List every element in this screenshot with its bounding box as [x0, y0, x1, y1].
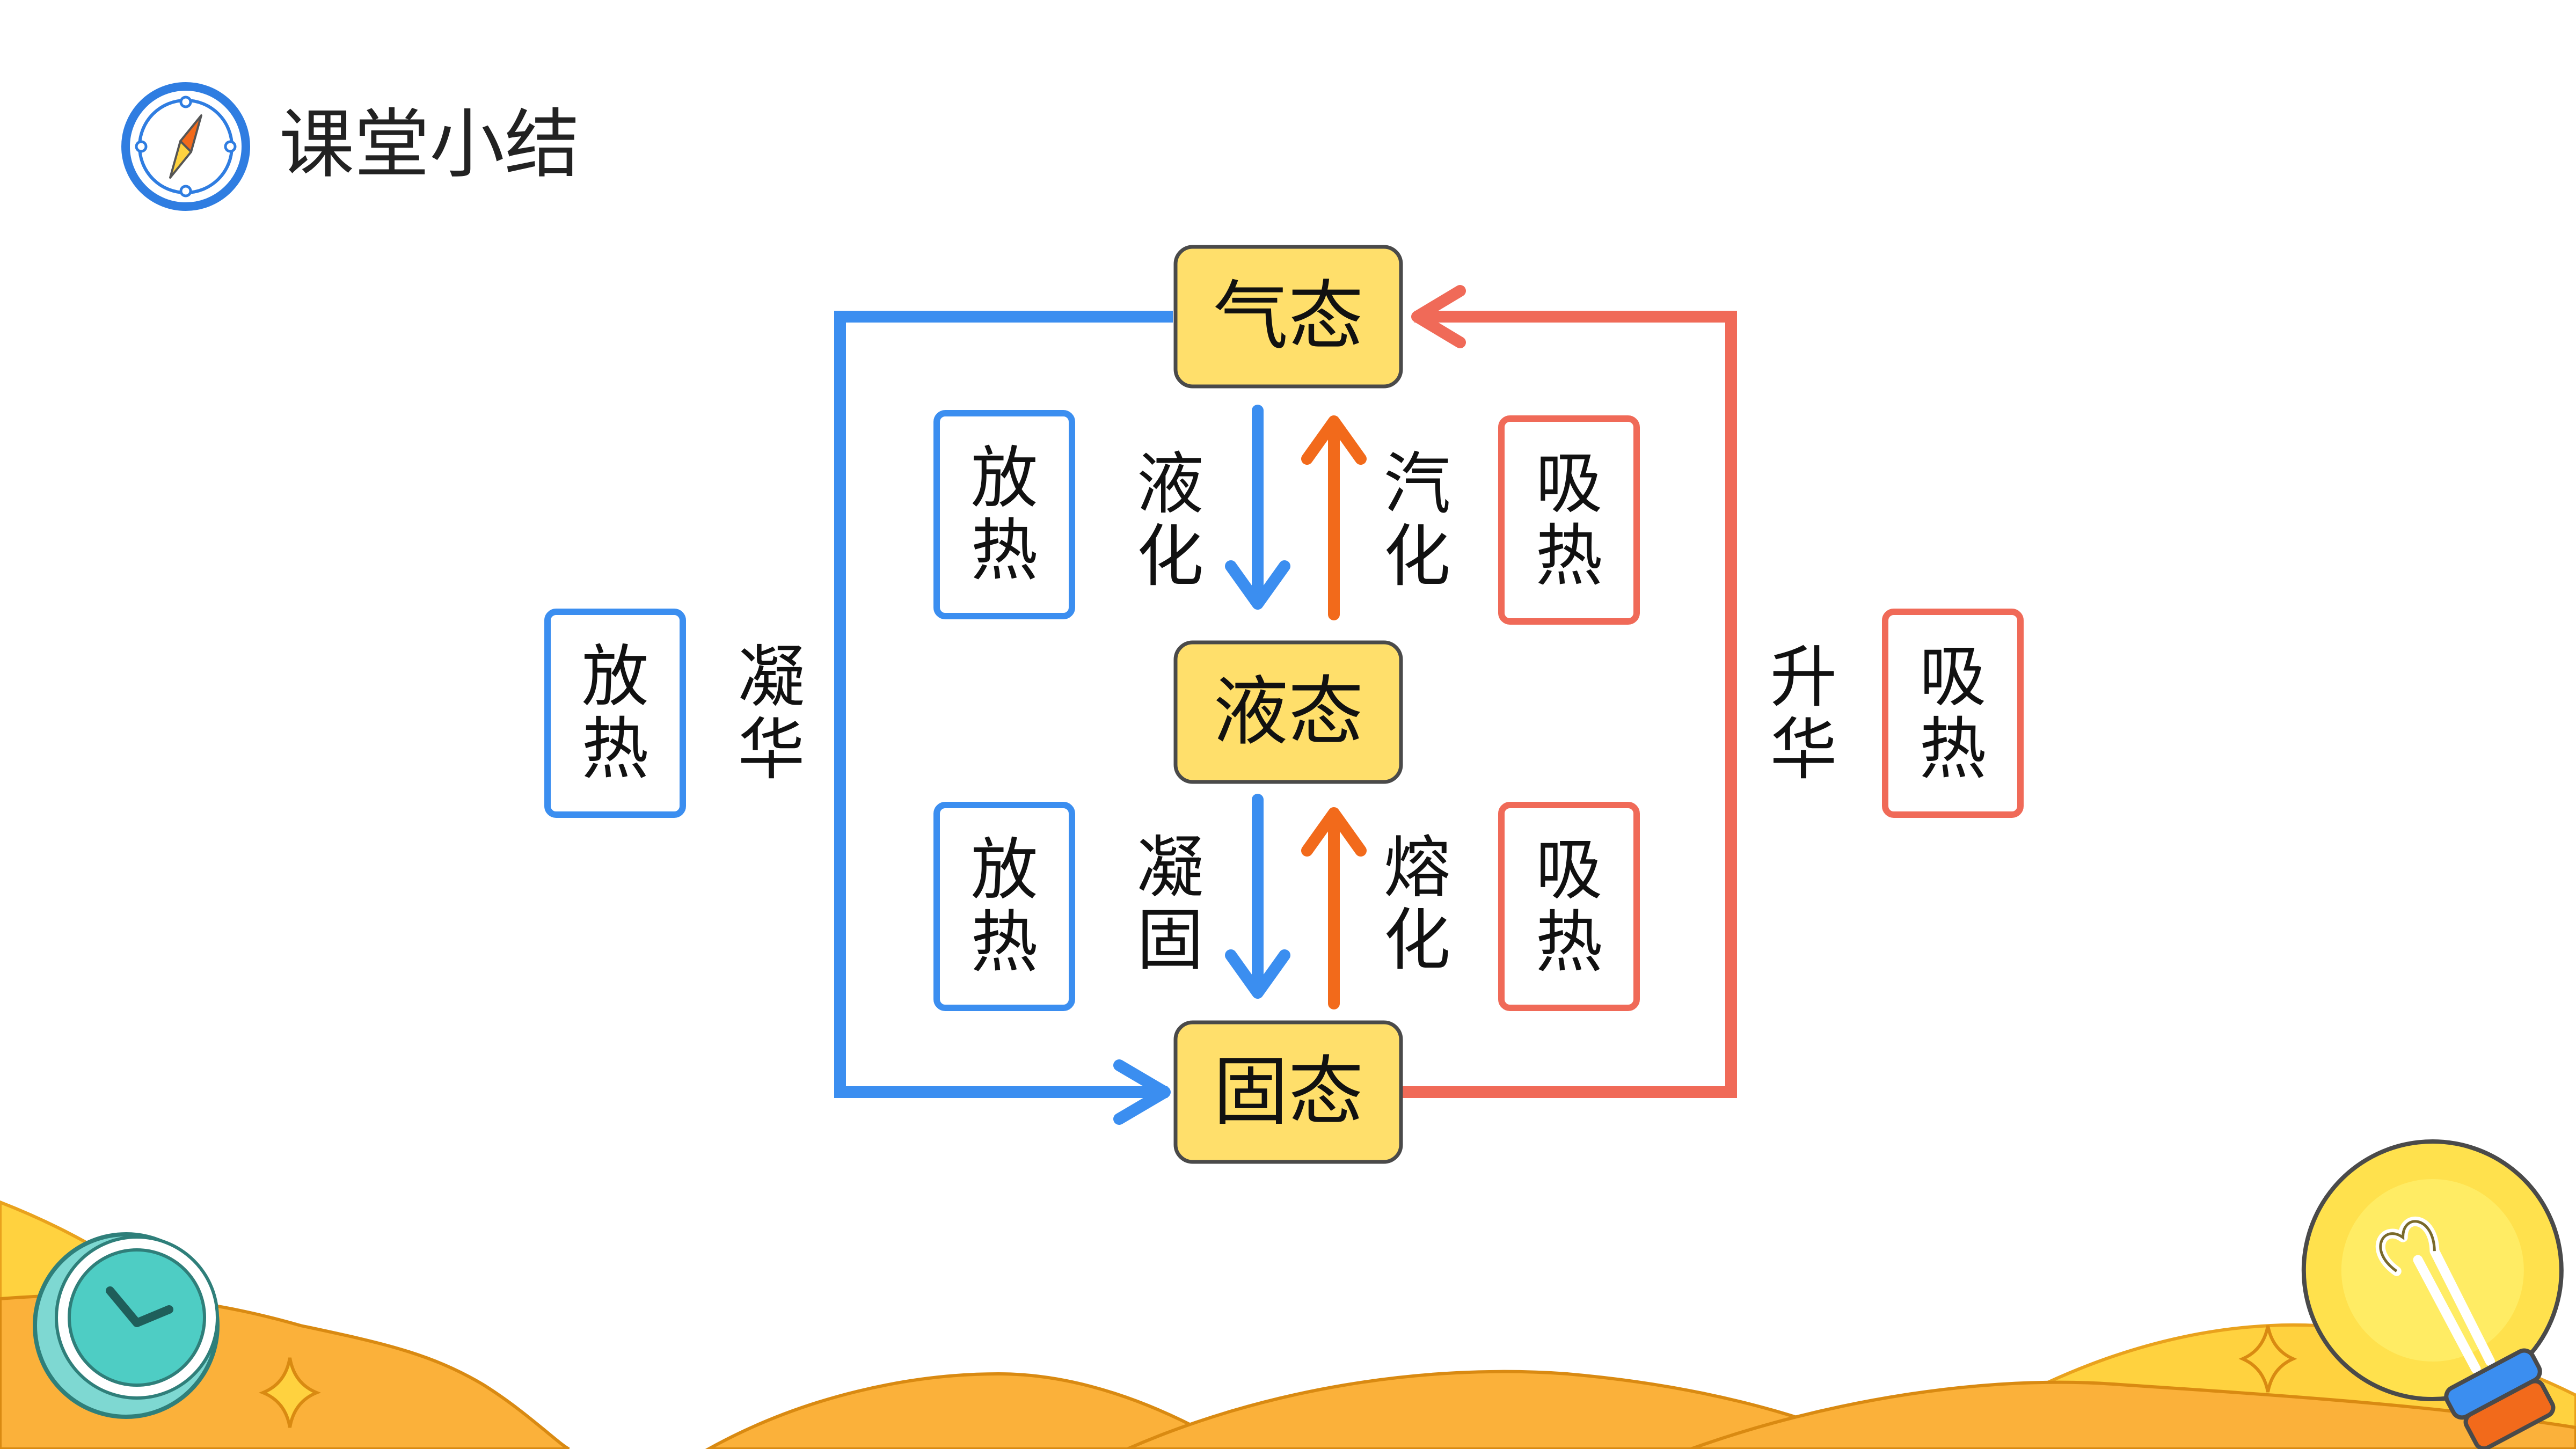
- heat-box-absorb-melting: 吸热: [1498, 802, 1640, 1011]
- state-liquid: 液态: [1173, 640, 1403, 784]
- process-solidification-label: 凝固: [1137, 829, 1204, 979]
- heat-box-release-solidification: 放热: [933, 802, 1075, 1011]
- heat-release-label: 放热: [971, 831, 1038, 982]
- heat-absorb-label: 吸热: [1536, 445, 1603, 595]
- desublimation-line: [834, 311, 1173, 1098]
- desublimation-arrowhead: [1113, 1059, 1171, 1125]
- state-liquid-label: 液态: [1213, 669, 1363, 756]
- bottom-decoration: [0, 1139, 2576, 1449]
- solidification-arrow: [1225, 794, 1290, 999]
- process-vaporization-label: 汽化: [1384, 445, 1451, 596]
- state-gas: 气态: [1173, 245, 1403, 389]
- heat-release-label: 放热: [582, 638, 649, 788]
- page-title: 课堂小结: [279, 101, 580, 189]
- state-solid: 固态: [1173, 1020, 1403, 1164]
- heat-box-absorb-sublimation: 吸热: [1882, 609, 2024, 818]
- sparkle-icon: [2238, 1325, 2297, 1393]
- sublimation-line: [1398, 311, 1737, 1098]
- heat-release-label: 放热: [971, 440, 1038, 590]
- process-sublimation-label: 升华: [1770, 639, 1837, 789]
- state-gas-label: 气态: [1213, 273, 1363, 361]
- sublimation-arrowhead: [1411, 285, 1466, 348]
- process-desublimation-label: 凝华: [738, 639, 805, 789]
- process-melting-label: 熔化: [1384, 829, 1451, 979]
- process-liquefaction-label: 液化: [1137, 445, 1204, 596]
- heat-box-release-liquefaction: 放热: [933, 410, 1075, 619]
- sparkle-icon: [259, 1357, 321, 1428]
- wave-orange-center-left: [705, 1372, 1238, 1449]
- vaporization-arrow: [1301, 415, 1367, 620]
- slide-header: 课堂小结: [121, 82, 580, 211]
- compass-icon: [121, 82, 250, 211]
- melting-arrow: [1301, 807, 1367, 1009]
- heat-box-release-desublimation: 放热: [544, 609, 686, 818]
- light-bulb-icon: [2301, 1139, 2564, 1449]
- state-solid-label: 固态: [1213, 1049, 1363, 1136]
- clock-icon: [33, 1232, 220, 1419]
- state-change-diagram: 气态 液态 固态 放热 吸热 放热 吸热 放热: [544, 245, 2024, 1164]
- heat-absorb-label: 吸热: [1920, 638, 1987, 788]
- heat-absorb-label: 吸热: [1536, 831, 1603, 982]
- heat-box-absorb-vaporization: 吸热: [1498, 415, 1640, 625]
- liquefaction-arrow: [1225, 405, 1290, 610]
